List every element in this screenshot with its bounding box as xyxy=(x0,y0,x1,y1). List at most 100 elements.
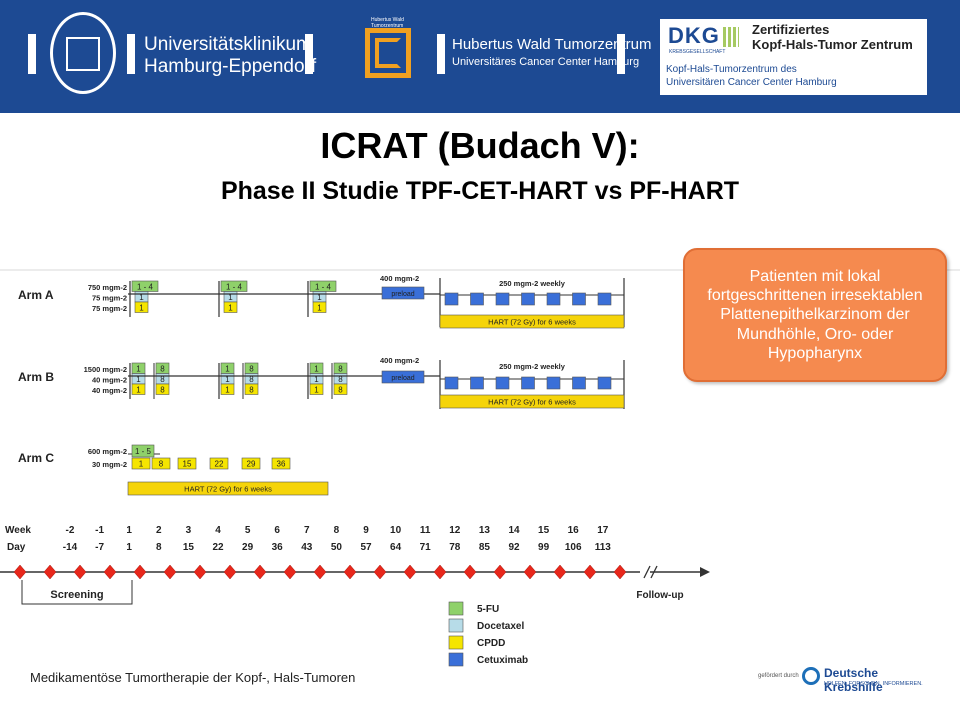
hw-name: Hubertus Wald Tumorzentrum Universitäres… xyxy=(452,36,652,69)
patient-criteria-callout: Patienten mit lokal fortgeschrittenen ir… xyxy=(683,248,947,382)
dkg-logo-pattern xyxy=(723,27,739,47)
docetaxel-cell-label: 1 xyxy=(139,293,144,302)
legend-label: Cetuximab xyxy=(477,655,528,666)
visit-diamond xyxy=(583,564,597,580)
cpdd-cell xyxy=(220,383,235,395)
cpdd-cell-label: 1 xyxy=(139,303,144,312)
dose-label: 750 mgm-2 xyxy=(88,283,127,292)
dose-label: 40 mgm-2 xyxy=(92,386,127,395)
visit-diamond xyxy=(613,564,627,580)
visit-diamond xyxy=(43,564,57,580)
visit-diamond xyxy=(313,564,327,580)
visit-diamond xyxy=(73,564,87,580)
dose-label: 75 mgm-2 xyxy=(92,294,127,303)
hart-bar xyxy=(439,314,625,329)
cpdd-cell-label: 1 xyxy=(314,385,319,394)
preload-box xyxy=(381,370,425,384)
dose-label: 40 mgm-2 xyxy=(92,376,127,385)
visit-diamond xyxy=(523,564,537,580)
legend-swatch xyxy=(448,601,464,616)
visit-diamond xyxy=(103,564,117,580)
day-tick: 8 xyxy=(156,542,162,553)
fu-cell-label: 8 xyxy=(160,364,165,373)
cpdd-cell xyxy=(131,457,151,470)
day-tick: 43 xyxy=(301,542,313,553)
docetaxel-cell-label: 1 xyxy=(136,375,141,384)
cpdd-cell xyxy=(312,301,327,313)
dose-label: 600 mgm-2 xyxy=(88,447,127,456)
visit-diamond xyxy=(463,564,477,580)
visit-diamond xyxy=(163,564,177,580)
legend-label: Docetaxel xyxy=(477,621,524,632)
dose-label: 30 mgm-2 xyxy=(92,460,127,469)
dkg-subtitle: Kopf-Hals-Tumorzentrum des Universitären… xyxy=(666,64,837,88)
legend-label: CPDD xyxy=(477,638,505,649)
docetaxel-cell-label: 8 xyxy=(249,375,254,384)
week-tick: 4 xyxy=(215,525,221,536)
visit-diamond xyxy=(403,564,417,580)
fu-cell-label: 8 xyxy=(338,364,343,373)
cpdd-cell xyxy=(333,383,348,395)
week-tick: 13 xyxy=(479,525,491,536)
week-tick: 1 xyxy=(126,525,132,536)
cpdd-cell-label: 22 xyxy=(215,460,224,469)
cpdd-cell xyxy=(309,383,324,395)
cetuximab-weekly-box xyxy=(572,292,586,306)
day-tick: 50 xyxy=(331,542,343,553)
axis-break xyxy=(643,565,651,579)
footer-text: Medikamentöse Tumortherapie der Kopf-, H… xyxy=(30,670,356,685)
visit-diamond xyxy=(253,564,267,580)
day-tick: 106 xyxy=(565,542,582,553)
hubertus-wald-logo: Hubertus Wald Tumorzentrum xyxy=(357,16,421,84)
cetuximab-weekly-box xyxy=(546,292,561,306)
cpdd-cell xyxy=(134,301,149,313)
arm-label: Arm A xyxy=(18,288,54,302)
week-tick: 9 xyxy=(363,525,369,536)
day-tick: 22 xyxy=(212,542,224,553)
cetuximab-weekly-box xyxy=(597,376,612,390)
cetuximab-weekly-box xyxy=(597,292,612,306)
visit-diamond xyxy=(223,564,237,580)
week-axis-label: Week xyxy=(5,525,31,536)
week-tick: 12 xyxy=(449,525,461,536)
legend-label: 5-FU xyxy=(477,604,499,615)
hart-bar-label: HART (72 Gy) for 6 weeks xyxy=(184,485,272,494)
fu-cell-label: 8 xyxy=(249,364,254,373)
cpdd-cell-label: 1 xyxy=(136,385,141,394)
week-tick: 14 xyxy=(508,525,520,536)
day-tick: 113 xyxy=(595,542,612,553)
visit-diamond xyxy=(133,564,147,580)
cpdd-cell xyxy=(209,457,229,470)
cetuximab-weekly-box xyxy=(521,376,535,390)
visit-diamond xyxy=(373,564,387,580)
week-tick: 11 xyxy=(420,525,431,536)
cpdd-cell-label: 1 xyxy=(225,385,230,394)
preload-dose: 400 mgm-2 xyxy=(380,274,419,283)
visit-diamond xyxy=(13,564,27,580)
axis-break xyxy=(650,565,658,579)
week-tick: 10 xyxy=(390,525,402,536)
preload-box-label: preload xyxy=(391,291,414,298)
screening-label: Screening xyxy=(50,589,103,601)
cpdd-cell xyxy=(151,457,171,470)
cpdd-cell-label: 1 xyxy=(139,460,144,469)
day-tick: 29 xyxy=(242,542,254,553)
header-divider xyxy=(28,34,36,74)
legend-swatch xyxy=(448,618,464,633)
day-axis-label: Day xyxy=(7,542,26,553)
screening-bracket xyxy=(21,580,133,605)
weekly-label: 250 mgm-2 weekly xyxy=(499,362,566,371)
week-tick: 7 xyxy=(304,525,310,536)
arm-label: Arm B xyxy=(18,370,54,384)
docetaxel-cell-label: 1 xyxy=(225,375,230,384)
header-divider xyxy=(305,34,313,74)
preload-box-label: preload xyxy=(391,375,414,382)
week-tick: 6 xyxy=(274,525,280,536)
cpdd-cell-label: 8 xyxy=(160,385,165,394)
dkg-logo: DKG xyxy=(668,23,720,48)
header-divider xyxy=(437,34,445,74)
day-tick: -14 xyxy=(63,542,78,553)
weekly-label: 250 mgm-2 weekly xyxy=(499,279,566,288)
visit-diamond xyxy=(343,564,357,580)
fu-cell xyxy=(131,444,155,458)
